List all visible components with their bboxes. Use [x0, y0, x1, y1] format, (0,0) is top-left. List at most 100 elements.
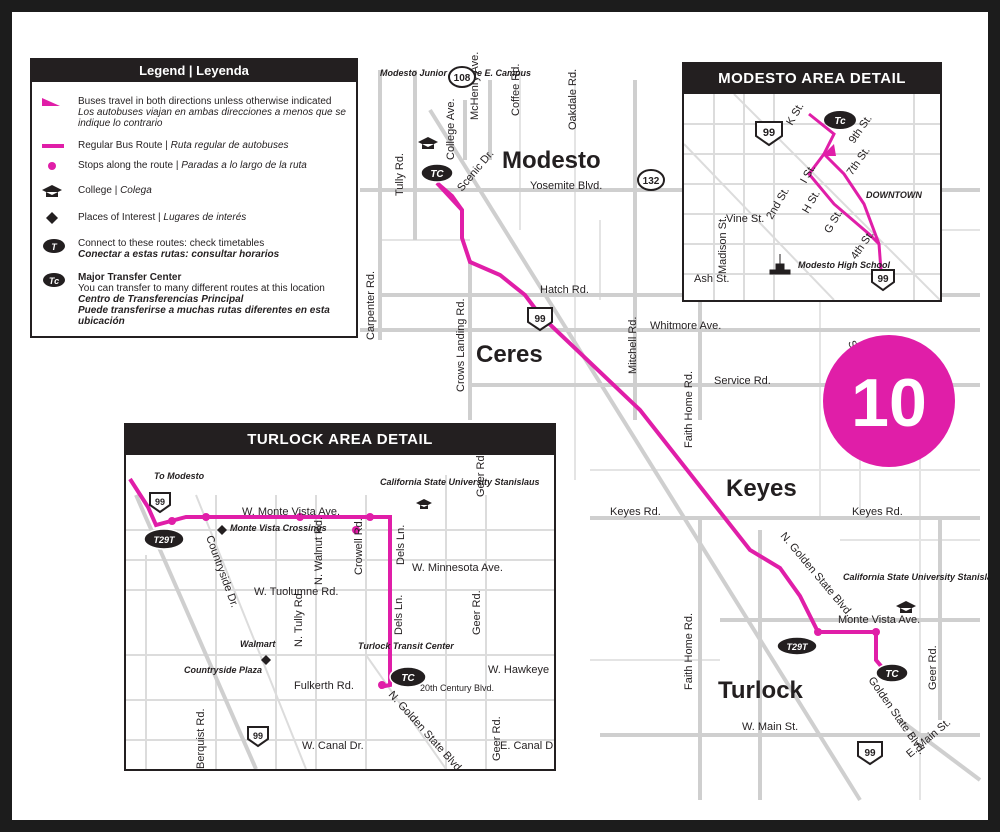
street-mchenry: McHenry Ave. [469, 52, 481, 120]
svg-text:DOWNTOWN: DOWNTOWN [866, 190, 922, 200]
transfer-center-badge-icon: Tc [43, 273, 65, 287]
town-keyes: Keyes [726, 475, 797, 502]
street-main: W. Main St. [742, 721, 798, 733]
school-icon [769, 254, 791, 275]
highway-shield-99: 99 [857, 741, 883, 766]
highway-shield-99: 99 [527, 307, 553, 332]
college-icon [42, 185, 62, 197]
town-turlock: Turlock [718, 677, 804, 704]
town-modesto: Modesto [502, 147, 601, 174]
svg-text:Countryside Dr.: Countryside Dr. [203, 534, 240, 609]
svg-text:2nd St.: 2nd St. [764, 185, 792, 221]
transfer-center-badge: TC [875, 663, 909, 683]
street-faith-home-1: Faith Home Rd. [683, 371, 695, 448]
modesto-area-detail: MODESTO AREA DETAIL K St. 9th St. 7th St… [682, 62, 942, 302]
highway-shield-132: 132 [637, 169, 665, 191]
street-yosemite: Yosemite Blvd. [530, 180, 602, 192]
svg-text:Tc: Tc [834, 116, 846, 127]
svg-text:G St.: G St. [822, 208, 845, 236]
svg-text:TC: TC [430, 169, 444, 180]
svg-text:W. Hawkeye: W. Hawkeye [488, 664, 549, 676]
connect-badge-icon: T [43, 239, 65, 253]
svg-text:108: 108 [454, 73, 471, 84]
svg-text:Countryside Plaza: Countryside Plaza [184, 665, 262, 675]
direction-arrow-icon [42, 98, 60, 106]
svg-text:99: 99 [155, 497, 165, 507]
diamond-icon [261, 655, 271, 665]
street-keyes-east: Keyes Rd. [852, 506, 903, 518]
street-service: Service Rd. [714, 375, 771, 387]
highway-shield-99: 99 [755, 121, 783, 147]
route-number: 10 [851, 365, 927, 441]
svg-text:T29T: T29T [786, 642, 809, 652]
route-10-loop [435, 181, 464, 212]
svg-text:T: T [51, 242, 58, 252]
highway-shield-99: 99 [247, 726, 269, 748]
direction-arrow-icon [822, 144, 836, 156]
svg-text:Tc: Tc [49, 276, 59, 286]
svg-text:N. Walnut Rd.: N. Walnut Rd. [313, 517, 325, 585]
svg-text:Geer Rd.: Geer Rd. [471, 590, 483, 635]
svg-text:Vine St.: Vine St. [726, 213, 764, 225]
svg-text:W. Minnesota Ave.: W. Minnesota Ave. [412, 562, 503, 574]
svg-text:TC: TC [885, 669, 899, 680]
street-faith-home-2: Faith Home Rd. [683, 613, 695, 690]
svg-text:7th St.: 7th St. [845, 145, 873, 178]
street-tully: Tully Rd. [394, 153, 406, 196]
connect-badge-t29: T29T [143, 528, 185, 550]
svg-text:Ash St.: Ash St. [694, 273, 729, 285]
svg-text:W. Tuolumne Rd.: W. Tuolumne Rd. [254, 586, 338, 598]
modesto-detail-map: K St. 9th St. 7th St. I St. H St. G St. … [684, 94, 940, 300]
connect-badge-t29: T29T [776, 636, 818, 656]
stop-dot [814, 628, 822, 636]
svg-text:Monte Vista Crossings: Monte Vista Crossings [230, 523, 327, 533]
highway-shield-99: 99 [149, 492, 171, 514]
legend: Legend | Leyenda Buses travel in both di… [30, 58, 358, 338]
diamond-icon [46, 212, 58, 224]
highway-shield-108: 108 [448, 66, 476, 88]
college-icon [418, 137, 438, 149]
street-s-fragment: S [845, 339, 859, 350]
svg-text:Modesto High School: Modesto High School [798, 260, 890, 270]
svg-text:N. Tully Rd.: N. Tully Rd. [293, 590, 305, 647]
route-10-turlock-line [128, 477, 392, 689]
diamond-icon [217, 525, 227, 535]
street-monte-vista: Monte Vista Ave. [838, 614, 920, 626]
street-keyes-west: Keyes Rd. [610, 506, 661, 518]
svg-text:20th Century Blvd.: 20th Century Blvd. [420, 683, 494, 693]
modesto-detail-title: MODESTO AREA DETAIL [684, 64, 940, 94]
legend-title: Legend | Leyenda [32, 60, 356, 82]
turlock-area-detail: TURLOCK AREA DETAIL To Modesto W. Monte … [124, 423, 556, 771]
svg-text:Dels Ln.: Dels Ln. [393, 595, 405, 635]
svg-text:TC: TC [401, 673, 415, 684]
svg-text:99: 99 [877, 274, 889, 285]
svg-text:132: 132 [643, 176, 660, 187]
street-mitchell: Mitchell Rd. [627, 317, 639, 374]
svg-text:California State University St: California State University Stanislaus [380, 477, 540, 487]
street-whitmore: Whitmore Ave. [650, 320, 721, 332]
route-10-line [435, 181, 888, 674]
svg-text:99: 99 [534, 314, 546, 325]
svg-text:Crowell Rd.: Crowell Rd. [353, 518, 365, 575]
college-icon [896, 601, 916, 613]
stop-dot-icon [48, 162, 56, 170]
stop-dot [872, 628, 880, 636]
svg-text:W. Monte Vista Ave.: W. Monte Vista Ave. [242, 506, 340, 518]
svg-text:99: 99 [763, 127, 775, 139]
svg-text:Turlock Transit Center: Turlock Transit Center [358, 641, 454, 651]
street-hatch: Hatch Rd. [540, 284, 589, 296]
highway-shield-99: 99 [871, 269, 895, 292]
transfer-center-badge: TC [420, 163, 454, 183]
route-line-icon [42, 144, 64, 148]
svg-text:Berquist Rd.: Berquist Rd. [195, 708, 207, 769]
street-coffee: Coffee Rd. [510, 64, 522, 116]
svg-text:W. Canal Dr.: W. Canal Dr. [302, 740, 364, 752]
svg-text:Geer Rd.: Geer Rd. [475, 455, 487, 497]
svg-text:E. Canal Dr.: E. Canal Dr. [500, 740, 554, 752]
transfer-center-badge: TC [389, 666, 427, 688]
route-number-circle [823, 335, 955, 467]
svg-text:Madison St.: Madison St. [717, 216, 729, 274]
svg-text:H St.: H St. [800, 188, 823, 215]
street-crows-landing: Crows Landing Rd. [455, 298, 467, 392]
